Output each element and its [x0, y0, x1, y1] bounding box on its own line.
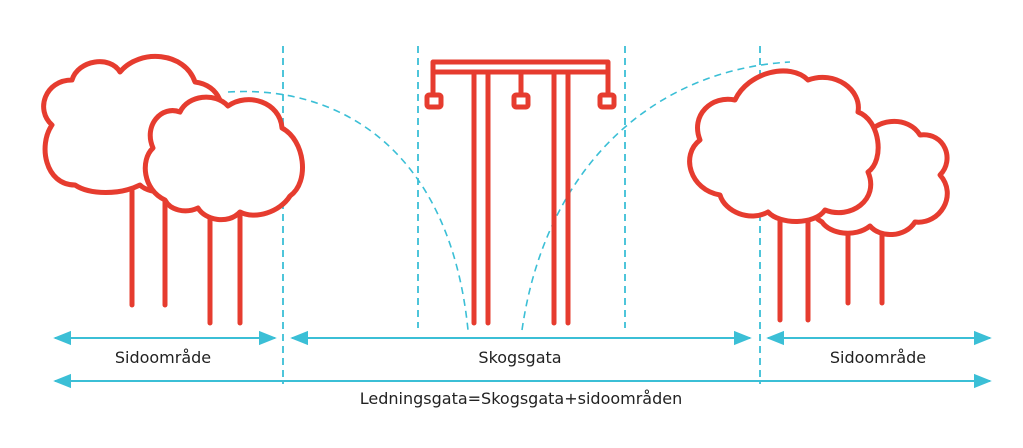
left-side-label: Sidoområde: [115, 348, 211, 367]
dimension-arrows: [53, 330, 992, 389]
insulator-left: [424, 92, 444, 110]
center-label: Skogsgata: [478, 348, 561, 367]
left-trees: [41, 53, 305, 326]
power-pylon: [424, 59, 617, 326]
right-tree-front: [687, 68, 881, 323]
right-fall-arc: [521, 61, 791, 331]
insulator-right: [597, 92, 617, 110]
fall-zone-arcs: [227, 61, 791, 331]
total-label: Ledningsgata=Skogsgata+sidoområden: [360, 389, 683, 408]
insulator-center: [511, 92, 531, 110]
right-trees: [687, 68, 950, 323]
left-tree-front: [142, 94, 305, 326]
right-side-label: Sidoområde: [830, 348, 926, 367]
